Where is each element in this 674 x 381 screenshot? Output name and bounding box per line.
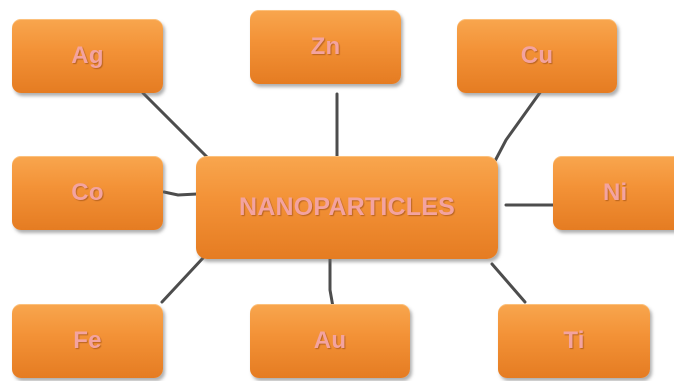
node-fe-label: Fe xyxy=(73,327,102,354)
node-au: Au xyxy=(250,304,410,378)
node-fe: Fe xyxy=(12,304,163,378)
node-cu-label: Cu xyxy=(520,42,554,69)
node-ti-label: Ti xyxy=(563,327,585,354)
connector-cu xyxy=(493,85,546,163)
connector-fe xyxy=(160,256,205,304)
node-ag-label: Ag xyxy=(71,42,104,69)
node-au-label: Au xyxy=(313,327,347,354)
node-center-label: NANOPARTICLES xyxy=(238,193,456,221)
node-ni-label: Ni xyxy=(603,179,628,206)
node-ag: Ag xyxy=(12,19,163,93)
node-ni: Ni xyxy=(553,156,674,230)
node-zn-label: Zn xyxy=(310,33,341,60)
connector-ti xyxy=(490,262,527,304)
node-co: Co xyxy=(12,156,163,230)
node-center-nanoparticles: NANOPARTICLES xyxy=(196,156,498,259)
node-zn: Zn xyxy=(250,10,401,84)
connector-co xyxy=(162,190,199,197)
node-co-label: Co xyxy=(71,179,104,206)
node-ti: Ti xyxy=(498,304,650,378)
node-cu: Cu xyxy=(457,19,617,93)
connector-ag xyxy=(141,91,210,160)
connector-au xyxy=(328,257,335,309)
